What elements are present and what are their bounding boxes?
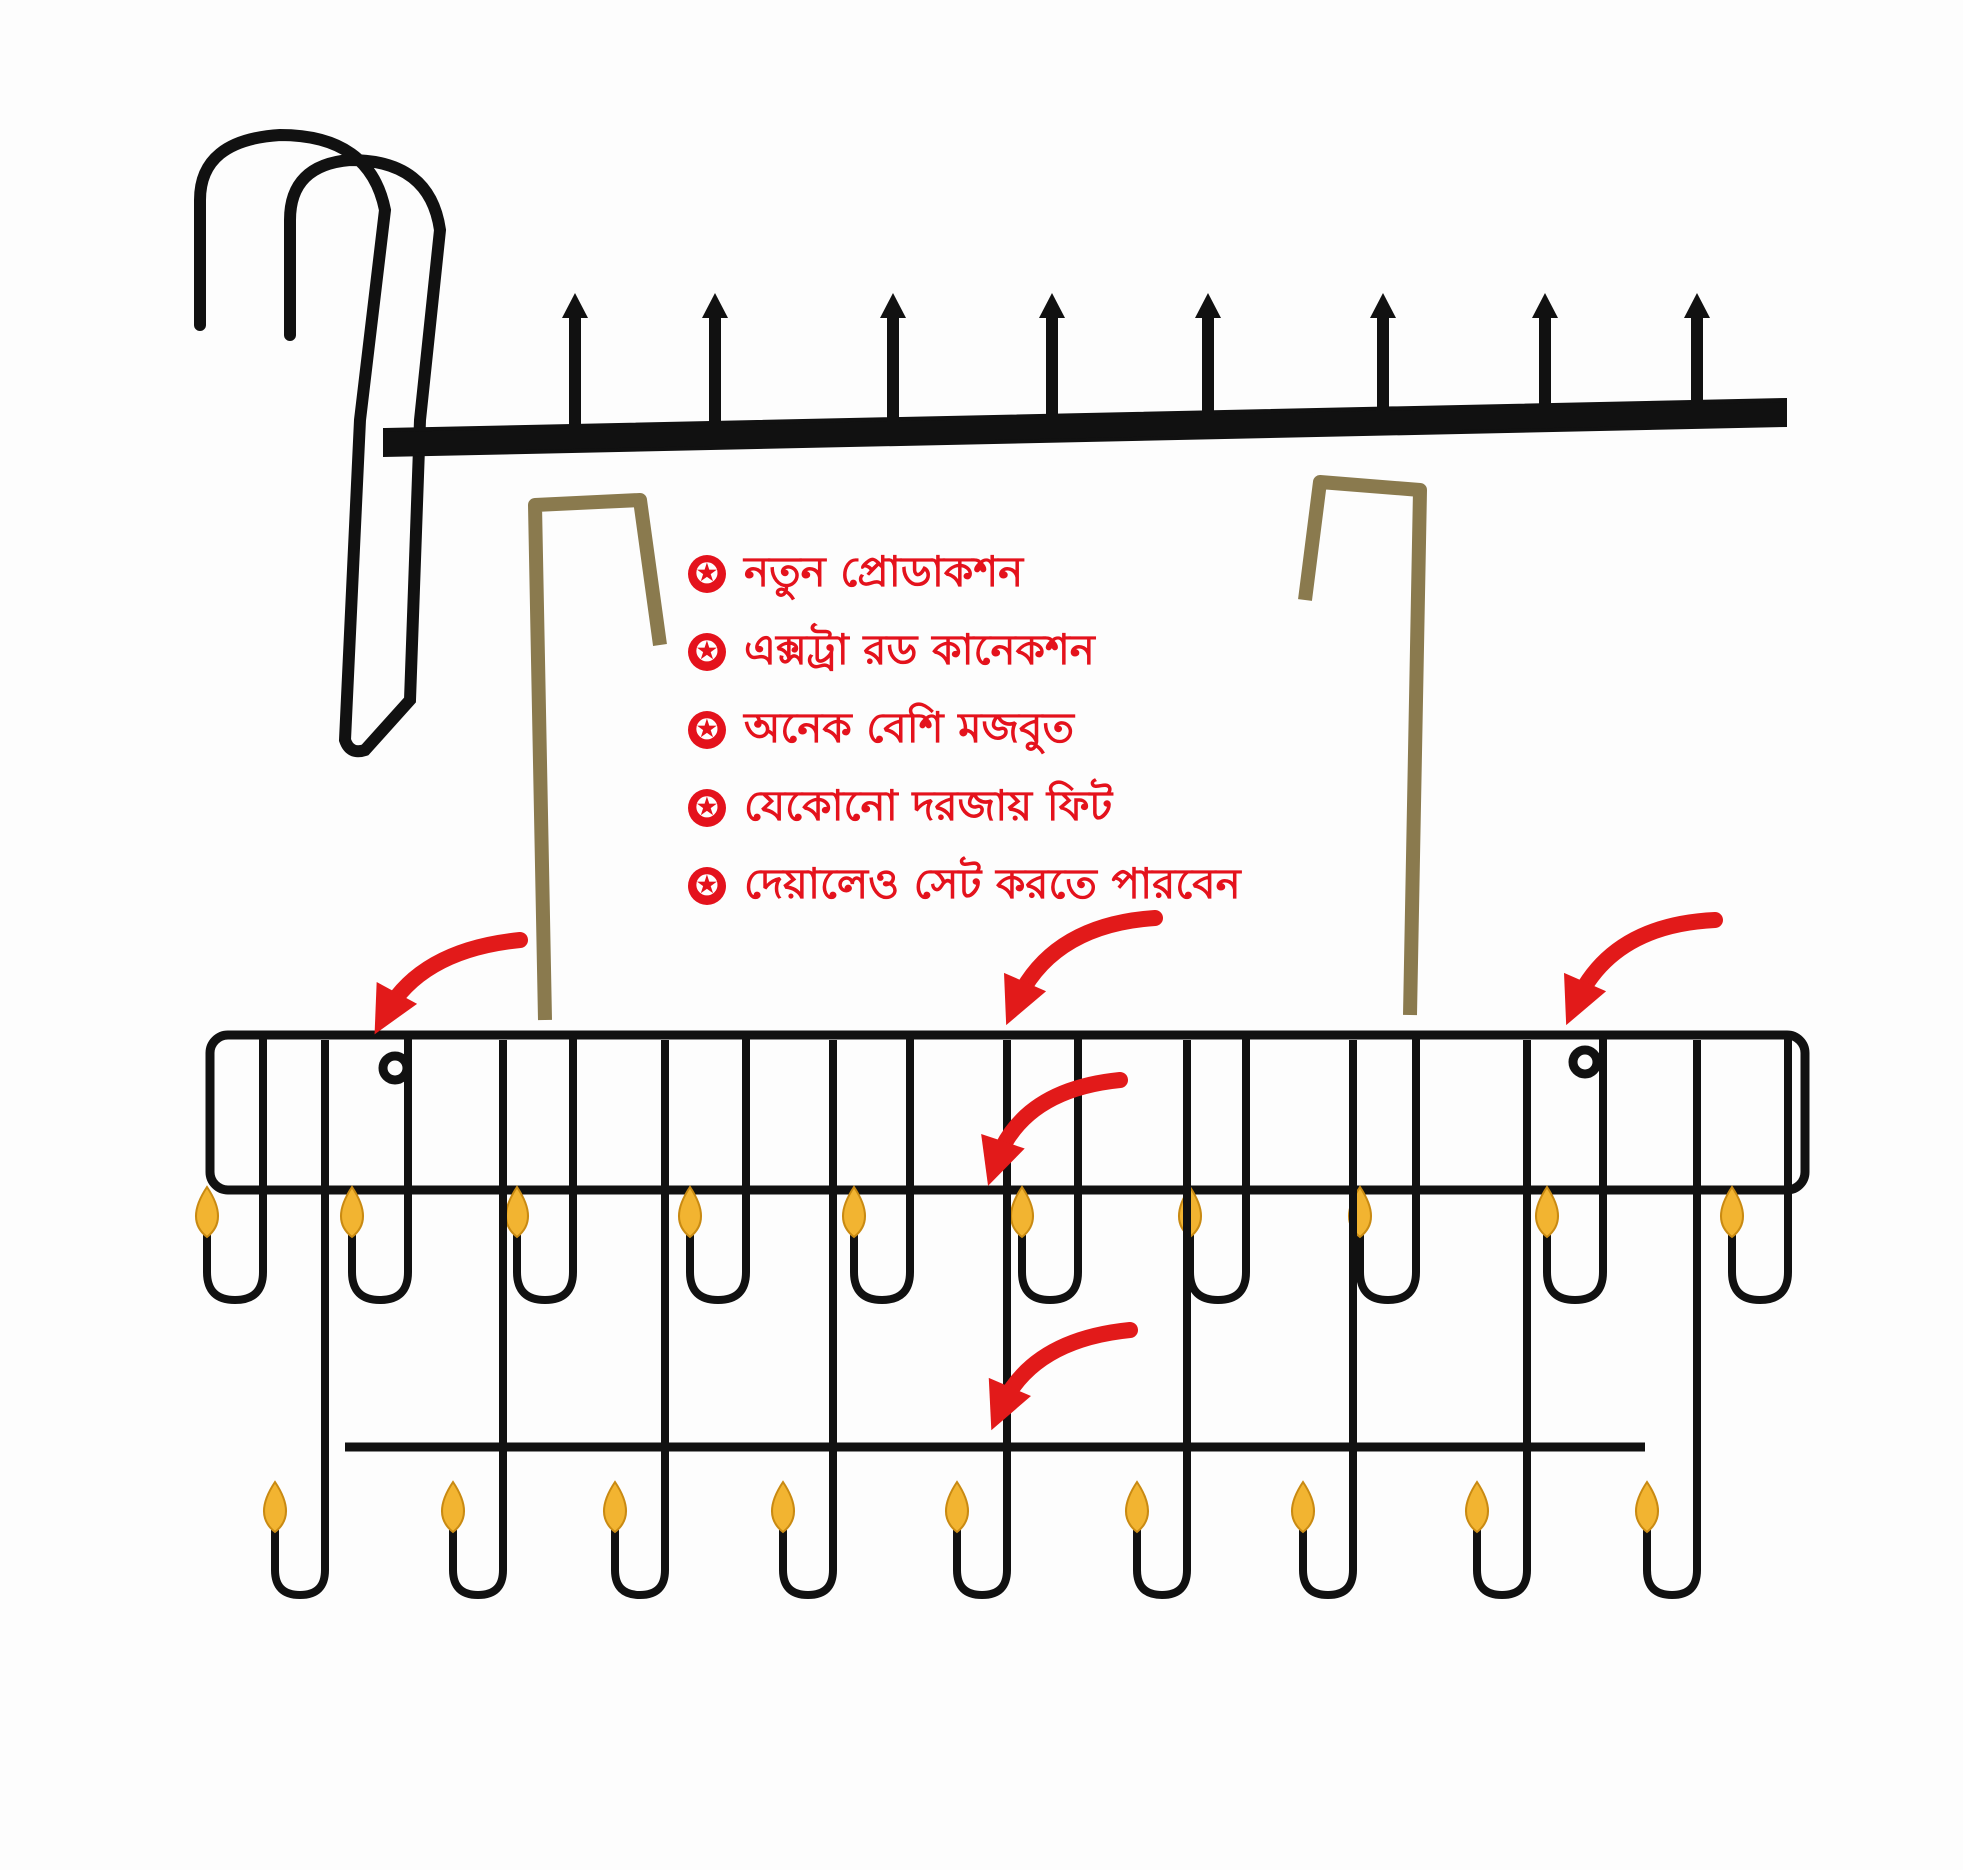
arrow-head xyxy=(374,982,418,1035)
hook-knob xyxy=(842,1185,866,1239)
lower-hook xyxy=(1133,1040,1191,1600)
hook-knob xyxy=(505,1185,529,1239)
star-icon: ✪ xyxy=(688,789,726,827)
right-door-bracket xyxy=(1298,475,1427,1016)
hook-knob xyxy=(1635,1480,1659,1534)
peg-tip xyxy=(702,293,728,318)
peg-tip xyxy=(1532,293,1558,318)
upper-hook xyxy=(686,1035,750,1305)
feature-text: দেয়ালেও সেট করতে পারবেন xyxy=(744,858,1241,908)
hook-knob xyxy=(1720,1185,1744,1239)
peg-tip xyxy=(1039,293,1065,318)
hook-knob xyxy=(1125,1480,1149,1534)
peg-tip xyxy=(562,293,588,318)
upper-hook xyxy=(1356,1035,1420,1305)
hanger-pegs xyxy=(562,293,1710,430)
hanger-bar xyxy=(383,397,1787,458)
feature-item: ✪ দেয়ালেও সেট করতে পারবেন xyxy=(688,847,1241,925)
peg-tip xyxy=(1684,293,1710,318)
hook-knob xyxy=(1535,1185,1559,1239)
lower-hook xyxy=(953,1040,1011,1600)
feature-text: নতুন প্রোডাকশন xyxy=(744,546,1024,596)
feature-item: ✪ অনেক বেশি মজবুত xyxy=(688,691,1241,769)
star-icon: ✪ xyxy=(688,867,726,905)
lower-hook xyxy=(611,1040,669,1600)
upper-hook xyxy=(1728,1035,1792,1305)
arrow-head xyxy=(1564,972,1607,1026)
lower-hook xyxy=(1643,1040,1701,1600)
side-view-hanger xyxy=(194,128,1787,758)
door-hook-outer xyxy=(194,128,447,758)
lower-hook xyxy=(1473,1040,1531,1600)
peg-tip xyxy=(880,293,906,318)
feature-list: ✪ নতুন প্রোডাকশন ✪ এক্সট্রা রড কানেকশন ✪ অন… xyxy=(688,535,1241,925)
hook-knob xyxy=(441,1480,465,1534)
feature-item: ✪ নতুন প্রোডাকশন xyxy=(688,535,1241,613)
feature-text: যেকোনো দরজায় ফিট xyxy=(744,780,1113,830)
arrow-head xyxy=(981,1133,1025,1186)
hook-knob xyxy=(771,1480,795,1534)
peg-tip xyxy=(1195,293,1221,318)
feature-item: ✪ এক্সট্রা রড কানেকশন xyxy=(688,613,1241,691)
hook-knob xyxy=(603,1480,627,1534)
peg-tip xyxy=(1370,293,1396,318)
hook-knob xyxy=(1465,1480,1489,1534)
upper-hook xyxy=(203,1035,267,1305)
upper-hook xyxy=(1018,1035,1082,1305)
mount-hole-left xyxy=(378,1051,412,1085)
feature-text: এক্সট্রা রড কানেকশন xyxy=(744,624,1095,674)
red-arrows xyxy=(374,910,1723,1431)
lower-hook xyxy=(449,1040,507,1600)
hook-knob xyxy=(1010,1185,1034,1239)
arrow-head xyxy=(1004,972,1047,1026)
door-brackets xyxy=(528,475,1427,1021)
hook-knob xyxy=(195,1185,219,1239)
hook-knob xyxy=(1291,1480,1315,1534)
left-door-bracket xyxy=(528,493,667,1021)
feature-item: ✪ যেকোনো দরজায় ফিট xyxy=(688,769,1241,847)
arrow-head xyxy=(988,1377,1031,1431)
lower-hook xyxy=(271,1040,329,1600)
lower-hook xyxy=(1299,1040,1357,1600)
star-icon: ✪ xyxy=(688,633,726,671)
upper-hook xyxy=(1186,1035,1250,1305)
hook-knob xyxy=(945,1480,969,1534)
hook-knob xyxy=(340,1185,364,1239)
upper-hook xyxy=(850,1035,914,1305)
hook-knob xyxy=(263,1480,287,1534)
upper-hook xyxy=(348,1035,412,1305)
upper-hook xyxy=(513,1035,577,1305)
feature-text: অনেক বেশি মজবুত xyxy=(744,702,1075,752)
star-icon: ✪ xyxy=(688,555,726,593)
upper-hook xyxy=(1543,1035,1607,1305)
lower-hook xyxy=(779,1040,837,1600)
star-icon: ✪ xyxy=(688,711,726,749)
hook-knob xyxy=(678,1185,702,1239)
mount-hole-right xyxy=(1568,1045,1602,1079)
